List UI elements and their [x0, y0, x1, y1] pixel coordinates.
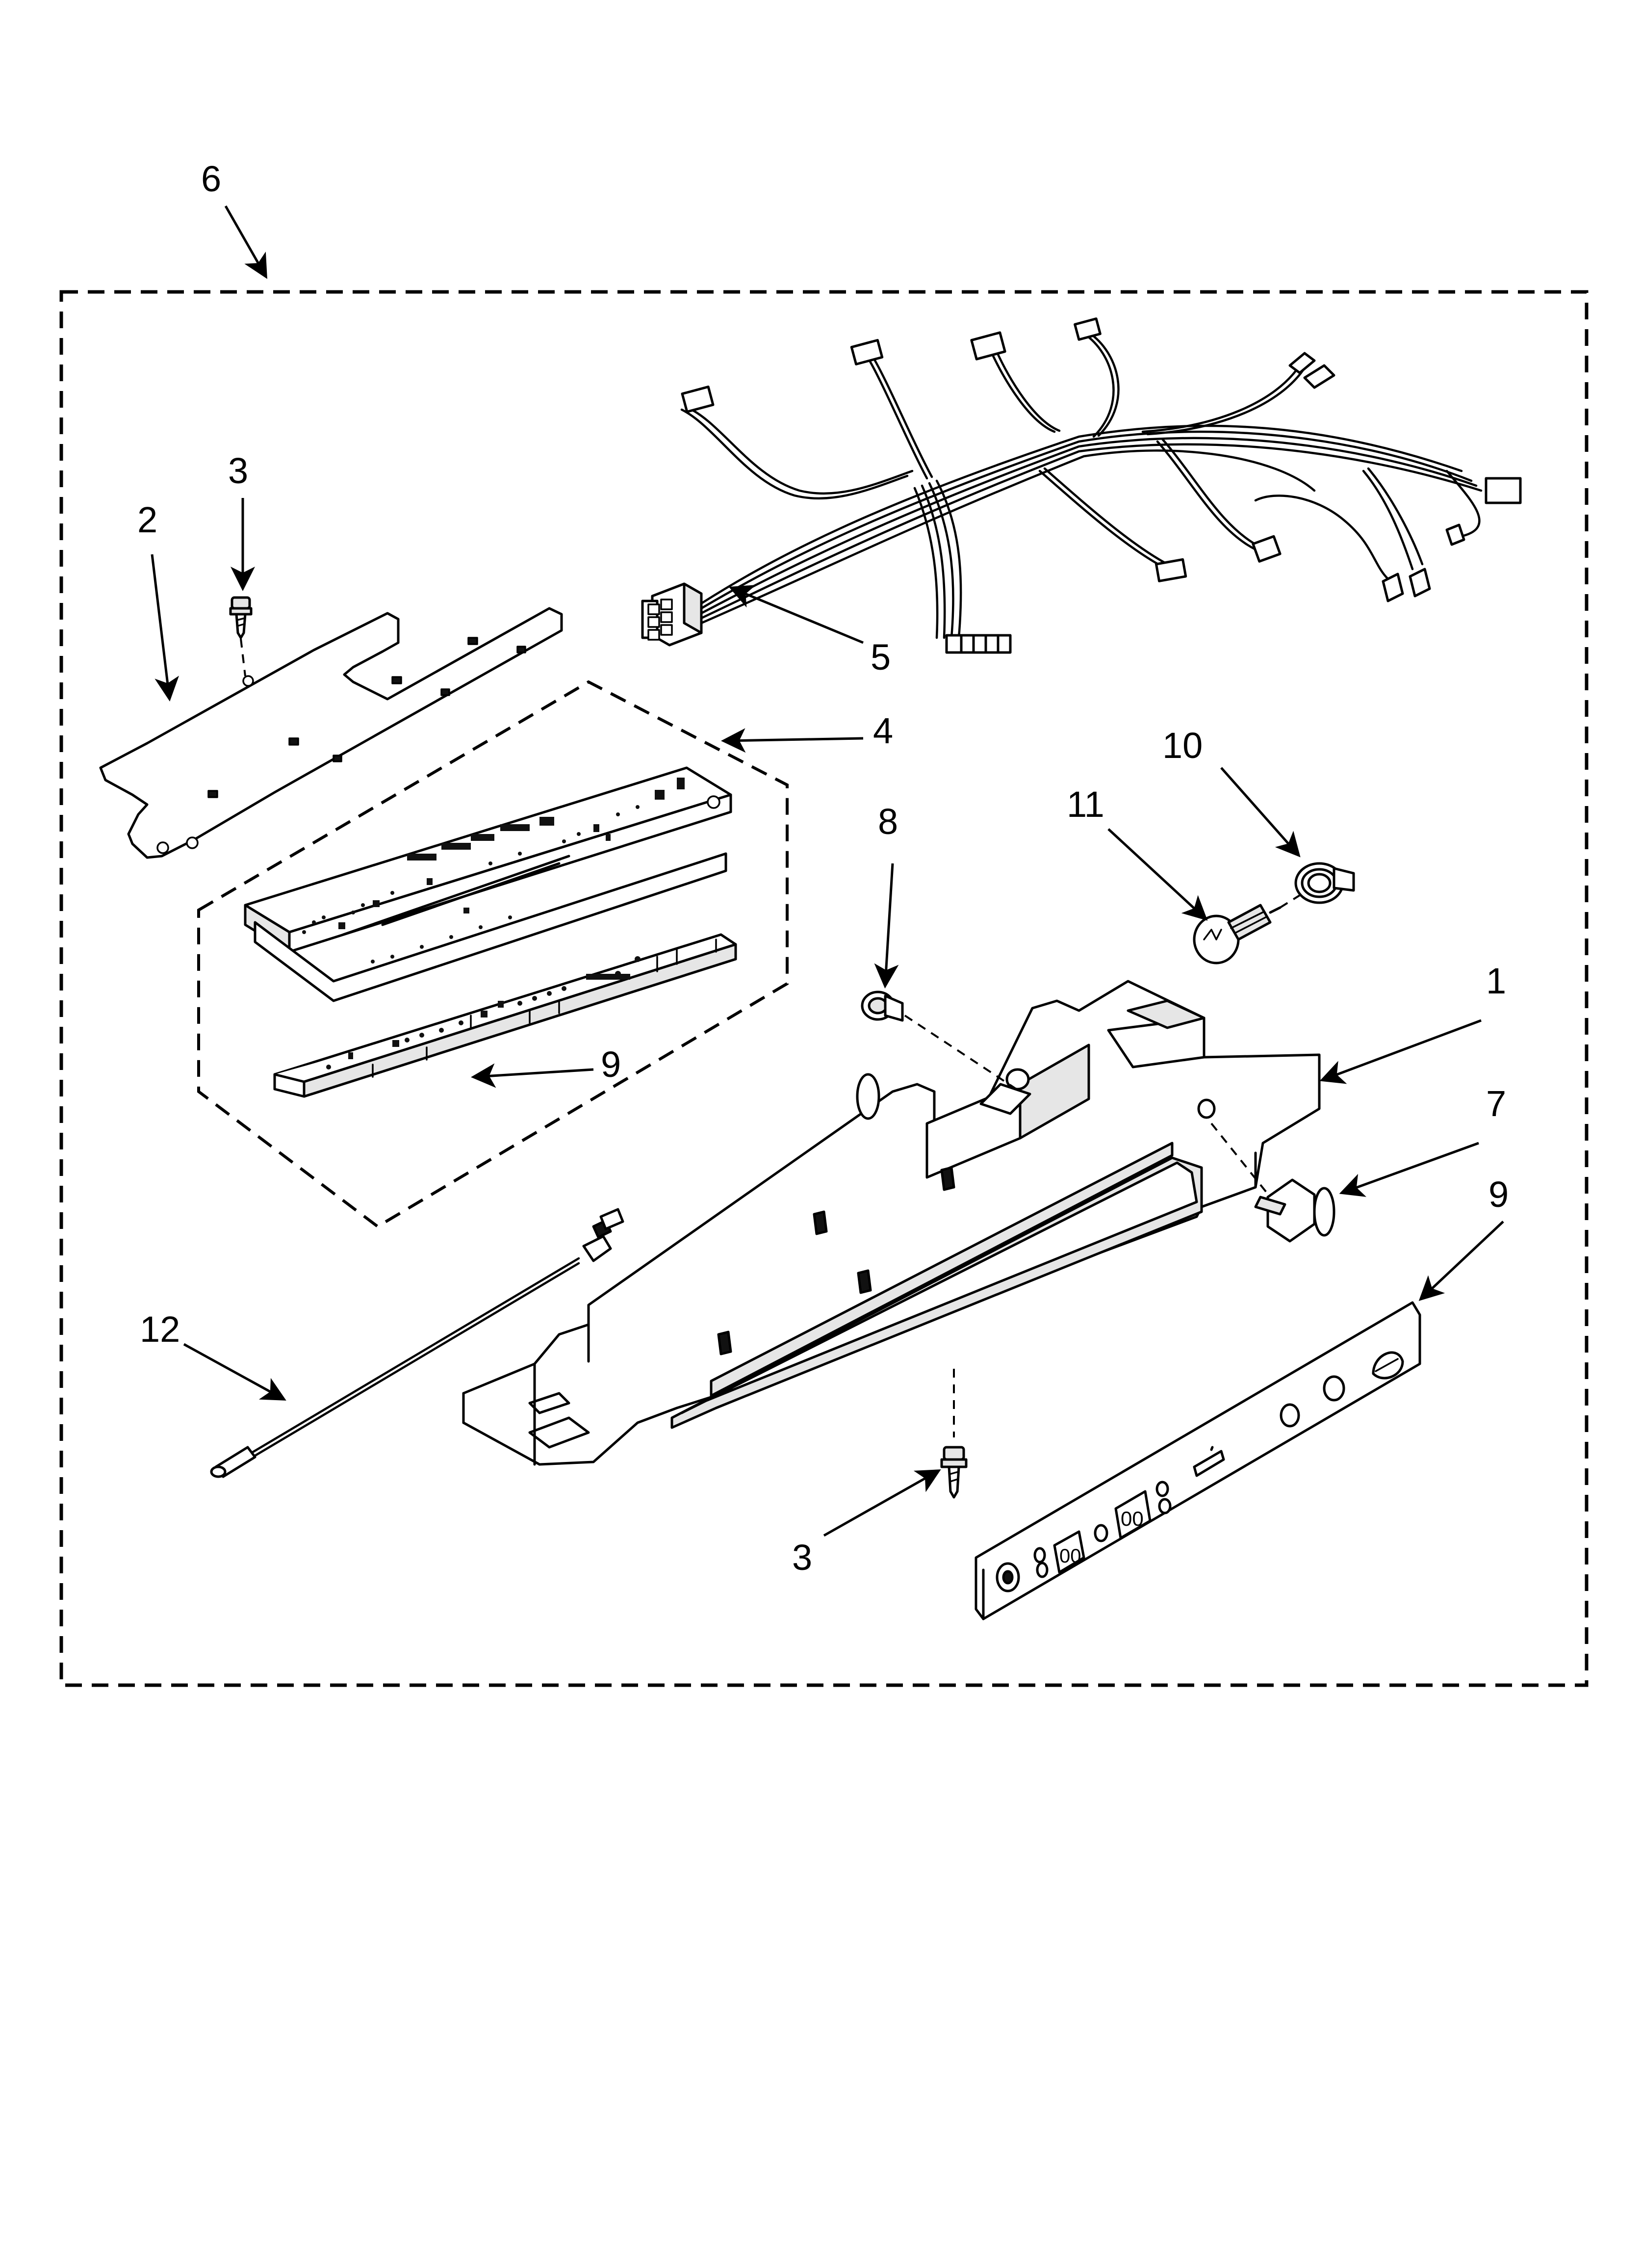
snap-part — [861, 991, 1021, 1093]
upper-control-board — [244, 766, 732, 1002]
callout-3-upper: 3 — [228, 450, 248, 491]
callout-7: 7 — [1486, 1083, 1506, 1124]
callout-4: 4 — [873, 710, 893, 751]
svg-text:00: 00 — [1059, 1545, 1081, 1567]
callout-12: 12 — [140, 1309, 180, 1350]
callout-9-overlay: 9 — [1488, 1174, 1509, 1215]
callout-9-board: 9 — [601, 1044, 621, 1085]
temperature-sensor-part — [210, 1208, 624, 1478]
callout-10: 10 — [1162, 725, 1203, 766]
callout-6: 6 — [201, 158, 221, 199]
control-housing-part — [462, 980, 1321, 1466]
board-assembly-boundary — [197, 680, 789, 1228]
shield-plate-part — [99, 607, 563, 859]
wire-harness-part — [641, 317, 1522, 654]
callout-3-lower: 3 — [792, 1537, 812, 1578]
callout-2: 2 — [137, 499, 157, 540]
callout-8: 8 — [878, 801, 898, 842]
screw-part-lower — [940, 1369, 968, 1499]
callout-1: 1 — [1486, 961, 1506, 1001]
bulb-socket-part — [1279, 862, 1355, 909]
light-socket-part — [1210, 1122, 1335, 1243]
screw-part-upper — [229, 596, 253, 677]
lower-control-board — [273, 933, 737, 1098]
callout-11: 11 — [1067, 784, 1104, 825]
svg-text:00: 00 — [1121, 1507, 1144, 1530]
leader-arrows — [151, 205, 1504, 1537]
callout-5: 5 — [871, 637, 891, 678]
control-overlay-part: 00 00 — [975, 1301, 1421, 1620]
kit-boundary-outline — [59, 290, 1589, 1687]
light-bulb-part — [1193, 904, 1282, 965]
